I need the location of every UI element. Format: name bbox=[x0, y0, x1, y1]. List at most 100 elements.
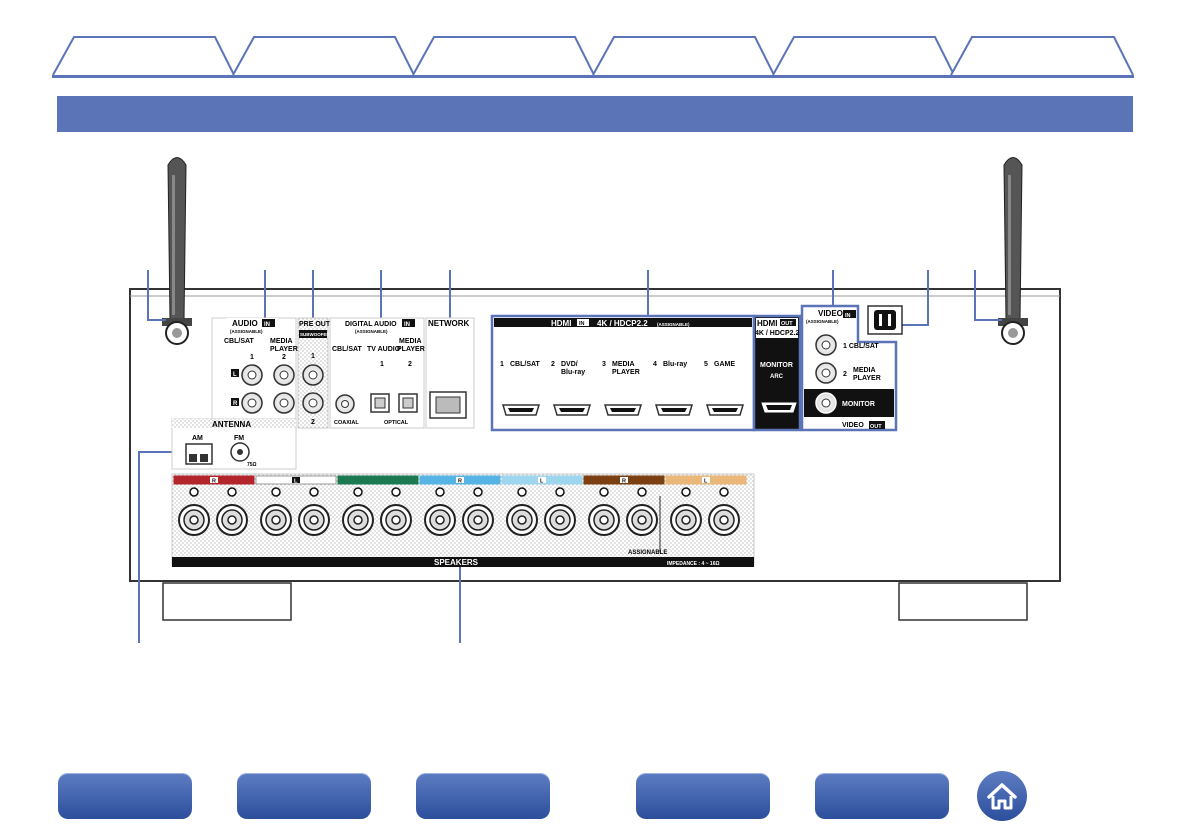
video-block: VIDEO IN (ASSIGNABLE) 1 CBL/SAT 2 MEDIA … bbox=[800, 304, 898, 432]
svg-text:2: 2 bbox=[311, 419, 315, 426]
svg-text:1: 1 bbox=[311, 353, 315, 360]
svg-text:CBL/SAT: CBL/SAT bbox=[224, 338, 255, 345]
svg-text:FM: FM bbox=[234, 435, 244, 442]
hdmi-port-label: MEDIA bbox=[612, 361, 635, 368]
speaker-channel-label: L bbox=[540, 479, 544, 485]
speaker-terminal-group bbox=[337, 475, 419, 536]
svg-text:1: 1 bbox=[380, 361, 384, 368]
speaker-terminal-group: L bbox=[665, 475, 747, 536]
foot-left bbox=[162, 582, 292, 621]
audio-in-block: AUDIO IN (ASSIGNABLE) CBL/SAT MEDIA PLAY… bbox=[211, 317, 298, 429]
hdmi-port-label: Blu-ray bbox=[561, 369, 585, 376]
speaker-channel-label: R bbox=[458, 479, 462, 485]
svg-text:VIDEO: VIDEO bbox=[842, 422, 864, 429]
antenna-left-icon bbox=[162, 157, 192, 345]
antenna-right-icon bbox=[998, 157, 1028, 345]
svg-text:ANTENNA: ANTENNA bbox=[212, 420, 251, 429]
hdmi-port-label: Blu-ray bbox=[663, 361, 687, 368]
svg-text:TV AUDIO: TV AUDIO bbox=[367, 346, 401, 353]
svg-text:2: 2 bbox=[843, 371, 847, 378]
hdmi-port-number: 5 bbox=[704, 361, 708, 368]
tab-5[interactable] bbox=[772, 35, 955, 75]
svg-text:HDMI: HDMI bbox=[551, 319, 571, 328]
home-icon bbox=[987, 783, 1017, 810]
svg-text:ASSIGNABLE: ASSIGNABLE bbox=[628, 550, 667, 556]
speaker-terminal-group: R bbox=[419, 475, 501, 536]
svg-text:MEDIA: MEDIA bbox=[270, 338, 293, 345]
svg-text:IN: IN bbox=[845, 313, 851, 319]
svg-text:OUT: OUT bbox=[781, 321, 793, 327]
tab-1[interactable] bbox=[52, 35, 235, 75]
speaker-terminal-group: R bbox=[173, 475, 255, 536]
hdmi-port-number: 3 bbox=[602, 361, 606, 368]
svg-text:PLAYER: PLAYER bbox=[853, 375, 881, 382]
power-inlet-icon bbox=[867, 305, 903, 335]
hdmi-out-block: HDMI OUT 4K / HDCP2.2 MONITOR ARC bbox=[752, 314, 802, 432]
svg-text:SPEAKERS: SPEAKERS bbox=[434, 558, 479, 567]
nav-button-3[interactable] bbox=[416, 773, 550, 819]
svg-text:OUT: OUT bbox=[870, 424, 882, 430]
speaker-terminal-group: L bbox=[501, 475, 583, 536]
speaker-channel-label: L bbox=[294, 479, 298, 485]
svg-text:CBL/SAT: CBL/SAT bbox=[332, 346, 363, 353]
hdmi-port-number: 1 bbox=[500, 361, 504, 368]
svg-text:(ASSIGNABLE): (ASSIGNABLE) bbox=[230, 329, 263, 334]
svg-text:4K / HDCP2.2: 4K / HDCP2.2 bbox=[755, 330, 799, 337]
speaker-terminal-group: R bbox=[583, 475, 665, 536]
nav-button-4[interactable] bbox=[636, 773, 770, 819]
svg-text:OPTICAL: OPTICAL bbox=[384, 420, 409, 426]
network-block: NETWORK bbox=[425, 317, 475, 429]
svg-text:PLAYER: PLAYER bbox=[270, 346, 298, 353]
svg-text:IN: IN bbox=[404, 322, 410, 328]
svg-text:SUBWOOFER: SUBWOOFER bbox=[300, 332, 330, 337]
svg-text:IN: IN bbox=[579, 321, 585, 327]
svg-text:1: 1 bbox=[250, 354, 254, 361]
tab-6[interactable] bbox=[950, 35, 1134, 75]
callout-lines bbox=[138, 270, 1002, 643]
tab-3[interactable] bbox=[412, 35, 595, 75]
hdmi-port-label: CBL/SAT bbox=[510, 361, 541, 368]
svg-text:NETWORK: NETWORK bbox=[428, 319, 470, 328]
speaker-channel-label: R bbox=[622, 479, 626, 485]
hdmi-port-number: 2 bbox=[551, 361, 555, 368]
hdmi-port-label: GAME bbox=[714, 361, 735, 368]
antenna-block: ANTENNA AM FM 75Ω bbox=[171, 418, 297, 470]
nav-button-2[interactable] bbox=[237, 773, 371, 819]
tab-4[interactable] bbox=[592, 35, 775, 75]
audio-in-header: AUDIO bbox=[232, 319, 258, 328]
svg-text:HDMI: HDMI bbox=[757, 319, 777, 328]
svg-text:(ASSIGNABLE): (ASSIGNABLE) bbox=[806, 319, 839, 324]
svg-text:AM: AM bbox=[192, 435, 203, 442]
svg-text:L: L bbox=[233, 372, 237, 378]
svg-text:DIGITAL AUDIO: DIGITAL AUDIO bbox=[345, 321, 397, 328]
svg-text:MONITOR: MONITOR bbox=[842, 401, 875, 408]
svg-text:IMPEDANCE : 4 ~ 16Ω: IMPEDANCE : 4 ~ 16Ω bbox=[667, 561, 720, 567]
tab-underline bbox=[52, 75, 1134, 78]
title-bar bbox=[57, 96, 1133, 132]
nav-button-5[interactable] bbox=[815, 773, 949, 819]
svg-text:PRE OUT: PRE OUT bbox=[299, 321, 331, 328]
svg-text:(ASSIGNABLE): (ASSIGNABLE) bbox=[355, 329, 388, 334]
svg-text:COAXIAL: COAXIAL bbox=[334, 420, 359, 426]
home-button[interactable] bbox=[977, 771, 1027, 821]
svg-text:2: 2 bbox=[282, 354, 286, 361]
svg-text:2: 2 bbox=[408, 361, 412, 368]
tab-2[interactable] bbox=[232, 35, 415, 75]
svg-text:ARC: ARC bbox=[770, 374, 784, 380]
svg-text:IN: IN bbox=[264, 322, 270, 328]
hdmi-port-label: PLAYER bbox=[612, 369, 640, 376]
svg-text:75Ω: 75Ω bbox=[247, 462, 257, 468]
nav-button-1[interactable] bbox=[58, 773, 192, 819]
pre-out-block: PRE OUT SUBWOOFER 1 2 bbox=[297, 317, 331, 429]
speaker-channel-label: L bbox=[704, 479, 708, 485]
svg-text:(ASSIGNABLE): (ASSIGNABLE) bbox=[657, 322, 690, 327]
svg-text:MEDIA: MEDIA bbox=[853, 367, 876, 374]
hdmi-in-port-1: 1 CBL/SAT bbox=[500, 361, 541, 416]
svg-text:MEDIA: MEDIA bbox=[399, 338, 422, 345]
svg-text:R: R bbox=[233, 401, 238, 407]
